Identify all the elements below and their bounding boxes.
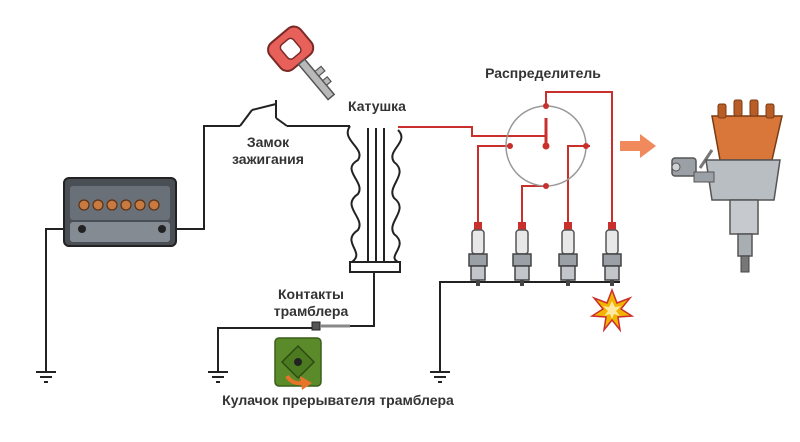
breaker-contacts — [276, 321, 350, 331]
ignition-lock-label-line2: зажигания — [232, 151, 304, 167]
breaker-cam-icon — [274, 337, 322, 390]
distributor-label: Распределитель — [485, 65, 601, 81]
ground-icon — [36, 371, 56, 383]
ground-icon — [208, 371, 228, 383]
breaker-contacts-label-line2: трамблера — [273, 303, 349, 319]
ground-icon — [430, 371, 450, 383]
high-voltage-wiring — [398, 91, 613, 222]
distributor-rotor-icon — [505, 103, 589, 189]
breaker-contacts-label: Контакты трамблера — [256, 286, 366, 320]
ignition-switch — [239, 100, 288, 127]
ignition-coil-icon — [346, 125, 403, 273]
ignition-lock-label: Замок зажигания — [212, 134, 324, 168]
ignition-lock-label-line1: Замок — [246, 134, 290, 150]
arrow-right-icon — [620, 134, 656, 158]
battery-icon — [63, 177, 177, 247]
spark-plug-icon — [468, 222, 488, 286]
breaker-contacts-label-line1: Контакты — [277, 286, 344, 302]
spark-plug-icon — [558, 222, 578, 286]
distributor-icon — [671, 99, 783, 273]
coil-label: Катушка — [348, 98, 406, 114]
spark-icon — [589, 287, 635, 333]
spark-plug-icon — [512, 222, 532, 286]
cam-label: Кулачок прерывателя трамблера — [222, 392, 454, 408]
spark-plug-icon — [602, 222, 622, 286]
key-icon — [267, 25, 336, 101]
low-voltage-wiring — [45, 125, 620, 372]
